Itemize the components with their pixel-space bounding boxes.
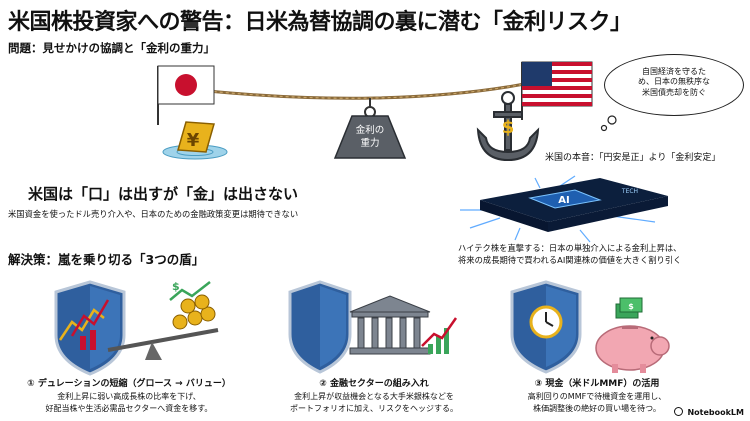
clock-icon — [529, 305, 563, 339]
us-flag-icon — [521, 61, 593, 120]
bubble-line-3: 米国債売却を防ぐ — [642, 87, 706, 97]
shield-icon — [288, 280, 352, 374]
svg-text:$: $ — [628, 302, 634, 311]
problem-heading: 問題：見せかけの協調と「金利の重力」 — [8, 41, 215, 55]
shield-2-title: ② 金融セクターの組み入れ — [319, 379, 429, 389]
logo-icon — [673, 407, 683, 416]
japan-flag-icon — [157, 65, 215, 125]
shield-2-desc-2: ポートフォリオに加え、リスクをヘッジする。 — [290, 404, 458, 413]
shield-1-title: ① デュレーションの短縮（グロース → バリュー） — [27, 379, 231, 389]
chip-tag: TECH — [621, 188, 638, 195]
shield-card-2: ② 金融セクターの組み入れ 金利上昇が収益機会となる大手米銀株などを ポートフォ… — [258, 376, 490, 414]
hightech-line-1: ハイテク株を直撃する：日本の単独介入による金利上昇は、 — [458, 243, 682, 253]
chip-icon — [528, 189, 602, 209]
shield-2-desc-1: 金利上昇が収益機会となる大手米銀株などを — [294, 392, 454, 401]
piggy-bank-icon: $ — [595, 297, 670, 373]
shield-icon — [54, 280, 126, 376]
sinking-yen-icon — [162, 121, 228, 160]
solution-heading: 解決策：嵐を乗り切る「3つの盾」 — [8, 252, 205, 267]
shield-card-3: ③ 現金（米ドルMMF）の活用 高利回りのMMFで待機資金を運用し、 株価調整後… — [492, 376, 702, 414]
shield-3-desc-2: 株価調整後の絶好の買い場を待つ。 — [533, 404, 661, 413]
us-policy-sub: 米国資金を使ったドル売り介入や、日本のための金融政策変更は期待できない — [8, 209, 299, 219]
shield-3-desc-1: 高利回りのMMFで待機資金を運用し、 — [527, 392, 667, 401]
weight-label-2: 重力 — [360, 137, 379, 149]
us-policy-heading: 米国は「口」は出すが「金」は出さない — [28, 185, 299, 203]
logo-text: NotebookLM — [687, 408, 744, 417]
bubble-line-2: め、日本の無秩序な — [638, 77, 710, 87]
bubble-line-1: 自国経済を守るた — [642, 67, 706, 76]
weight-icon — [333, 98, 407, 159]
shield-1-desc-1: 金利上昇に弱い高成長株の比率を下げ、 — [57, 392, 201, 401]
weight-label-1: 金利の — [356, 124, 385, 136]
chip-label: AI — [558, 195, 569, 206]
hightech-line-2: 将来の成長期待で買われるAI関連株の価値を大きく割り引く — [458, 255, 682, 265]
bar-growth-icon — [421, 317, 458, 354]
bank-icon — [349, 295, 431, 355]
notebooklm-logo: NotebookLM — [673, 407, 744, 417]
yen-symbol: ¥ — [187, 130, 200, 151]
shield-3-title: ③ 現金（米ドルMMF）の活用 — [534, 379, 660, 389]
shield-card-1: ① デュレーションの短縮（グロース → バリュー） 金利上昇に弱い高成長株の比率… — [2, 376, 256, 414]
svg-text:$: $ — [172, 280, 180, 293]
shield-1-desc-2: 好配当株や生活必需品セクターへ資金を移す。 — [45, 404, 213, 413]
thought-bubble: 自国経済を守るた め、日本の無秩序な 米国債売却を防ぐ — [604, 54, 744, 116]
growth-chart-icon — [58, 299, 110, 350]
seesaw-icon: $ — [107, 280, 219, 360]
anchor-icon — [476, 91, 540, 162]
page-title: 米国株投資家への警告：日米為替協調の裏に潜む「金利リスク」 — [8, 10, 632, 35]
us-intent-caption: 米国の本音：「円安是正」より「金利安定」 — [545, 153, 721, 163]
rope — [159, 78, 546, 100]
dollar-symbol: $ — [502, 117, 515, 138]
